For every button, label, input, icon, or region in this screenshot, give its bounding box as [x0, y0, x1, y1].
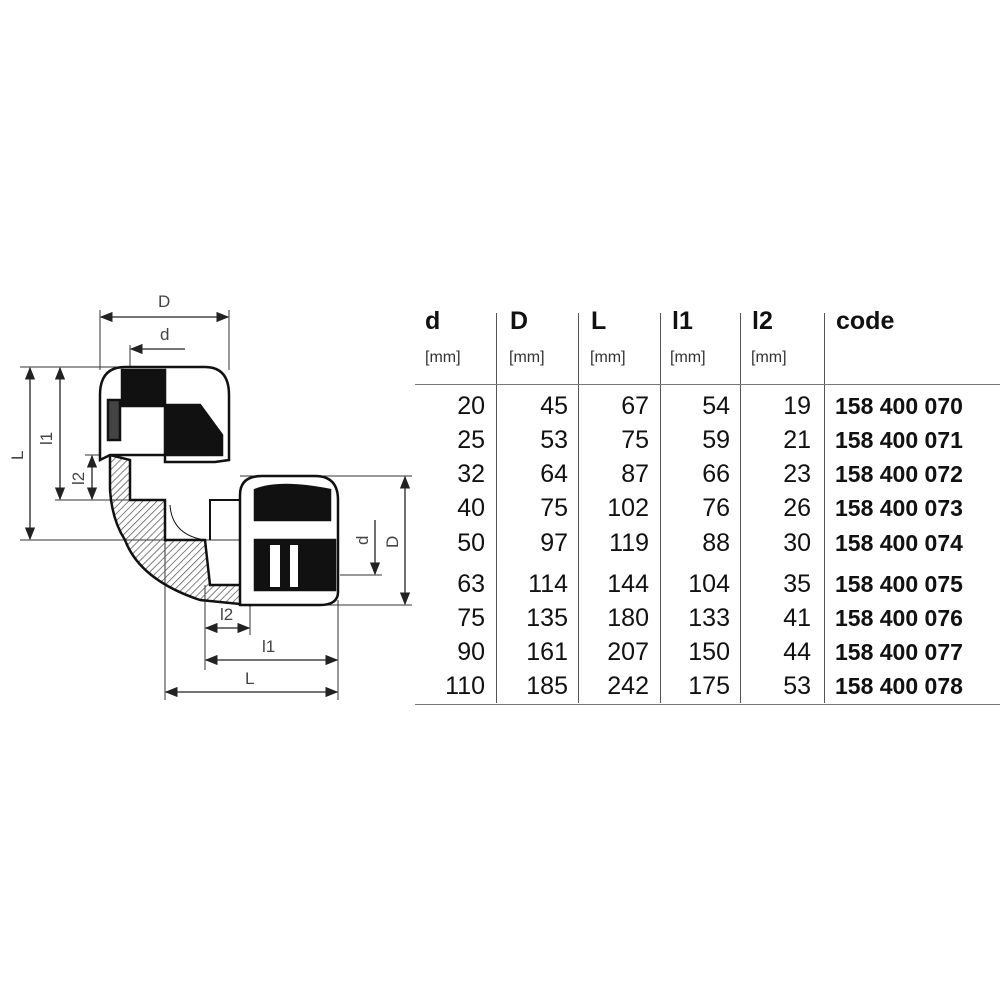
cell-code: 158 400 073 — [835, 495, 963, 521]
cell-l2: 21 — [783, 426, 811, 454]
column-divider — [578, 313, 579, 703]
unit-D: [mm] — [509, 349, 545, 366]
cell-D: 135 — [526, 604, 568, 632]
table-row: 110 185 242 175 53 158 400 078 — [415, 672, 1000, 706]
elbow-body — [108, 453, 252, 607]
cell-D: 97 — [540, 529, 568, 557]
label-L-bottom: L — [245, 669, 254, 688]
header-l1: l1 — [672, 307, 693, 335]
column-divider — [824, 313, 825, 703]
unit-d: [mm] — [425, 349, 461, 366]
header-l2: l2 — [752, 307, 773, 335]
cell-code: 158 400 078 — [835, 673, 963, 699]
cell-D: 185 — [526, 672, 568, 700]
label-L-left: L — [8, 451, 27, 460]
cell-l2: 30 — [783, 529, 811, 557]
cell-L: 207 — [607, 638, 649, 666]
cell-L: 67 — [621, 392, 649, 420]
cell-l1: 88 — [702, 529, 730, 557]
cell-d: 110 — [445, 672, 485, 700]
unit-L: [mm] — [590, 349, 626, 366]
cell-D: 75 — [540, 494, 568, 522]
cell-d: 90 — [457, 638, 485, 666]
table-row: 40 75 102 76 26 158 400 073 — [415, 494, 1000, 528]
label-l1-bottom: l1 — [262, 637, 275, 656]
cell-l2: 53 — [783, 672, 811, 700]
cell-L: 144 — [607, 570, 649, 598]
cell-L: 119 — [609, 529, 649, 557]
label-d-top: d — [160, 325, 169, 344]
table-row: 63 114 144 104 35 158 400 075 — [415, 570, 1000, 604]
cell-L: 242 — [607, 672, 649, 700]
table-row: 75 135 180 133 41 158 400 076 — [415, 604, 1000, 638]
cell-l2: 23 — [783, 460, 811, 488]
cell-code: 158 400 076 — [835, 605, 963, 631]
dimension-table: d D L l1 l2 code [mm] [mm] [mm] [mm] [mm… — [415, 305, 1000, 707]
cell-l1: 150 — [688, 638, 730, 666]
label-l2-bottom: l2 — [220, 605, 233, 624]
cell-d: 75 — [457, 604, 485, 632]
cell-l1: 104 — [688, 570, 730, 598]
cell-L: 102 — [607, 494, 649, 522]
cell-l1: 175 — [688, 672, 730, 700]
label-l2-left: l2 — [69, 472, 88, 485]
cell-D: 161 — [526, 638, 568, 666]
cell-L: 75 — [621, 426, 649, 454]
cell-d: 63 — [457, 570, 485, 598]
unit-l2: [mm] — [751, 349, 787, 366]
cell-l1: 133 — [688, 604, 730, 632]
label-d-right: d — [353, 536, 372, 545]
bottom-rule — [415, 704, 1000, 705]
cell-code: 158 400 071 — [835, 427, 963, 453]
cell-l1: 76 — [702, 494, 730, 522]
unit-l1: [mm] — [670, 349, 706, 366]
header-L: L — [591, 307, 607, 335]
cell-l1: 59 — [702, 426, 730, 454]
table-row: 32 64 87 66 23 158 400 072 — [415, 460, 1000, 494]
header-d: d — [425, 307, 441, 335]
table-row: 20 45 67 54 19 158 400 070 — [415, 392, 1000, 426]
label-D-top: D — [158, 292, 170, 311]
cell-l1: 54 — [702, 392, 730, 420]
cell-d: 50 — [457, 529, 485, 557]
cell-D: 53 — [540, 426, 568, 454]
cell-code: 158 400 072 — [835, 461, 963, 487]
header-D: D — [510, 307, 529, 335]
cell-D: 64 — [540, 460, 568, 488]
cell-L: 180 — [607, 604, 649, 632]
cell-D: 45 — [540, 392, 568, 420]
cell-d: 25 — [457, 426, 485, 454]
cell-l2: 35 — [783, 570, 811, 598]
cell-L: 87 — [621, 460, 649, 488]
cell-l2: 19 — [783, 392, 811, 420]
cell-code: 158 400 075 — [835, 571, 963, 597]
header-code: code — [836, 307, 895, 335]
cell-l2: 41 — [783, 604, 811, 632]
table-row: 50 97 119 88 30 158 400 074 — [415, 529, 1000, 563]
cell-code: 158 400 070 — [835, 393, 963, 419]
cell-code: 158 400 077 — [835, 639, 963, 665]
table-row: 90 161 207 150 44 158 400 077 — [415, 638, 1000, 672]
table-row: 25 53 75 59 21 158 400 071 — [415, 426, 1000, 460]
cell-d: 20 — [457, 392, 485, 420]
cell-l1: 66 — [702, 460, 730, 488]
column-divider — [660, 313, 661, 703]
cell-code: 158 400 074 — [835, 530, 963, 556]
cell-l2: 44 — [783, 638, 811, 666]
cell-l2: 26 — [783, 494, 811, 522]
label-l1-left: l1 — [37, 432, 56, 445]
column-divider — [496, 313, 497, 703]
label-D-right: D — [383, 536, 402, 548]
cell-d: 40 — [457, 494, 485, 522]
header-rule — [415, 384, 1000, 385]
cell-D: 114 — [528, 570, 568, 598]
column-divider — [740, 313, 741, 703]
cell-d: 32 — [457, 460, 485, 488]
